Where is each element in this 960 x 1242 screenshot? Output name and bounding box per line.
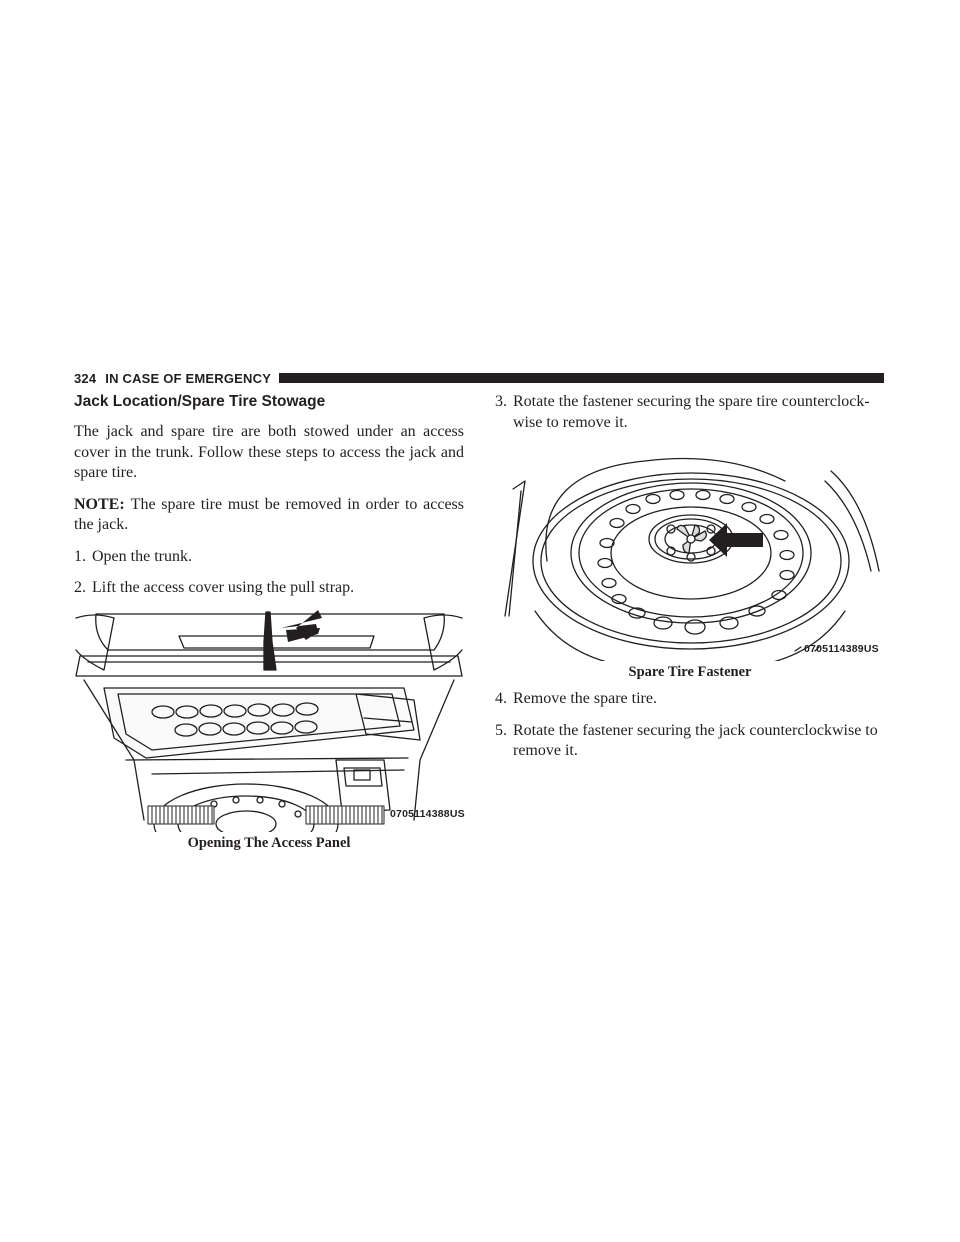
step-text: Rotate the fastener securing the spare t… [513, 393, 870, 431]
spare-tire-figure: 0705114389US [495, 441, 885, 661]
step-number: 2. [74, 579, 86, 596]
figure-code: 0705114388US [390, 807, 465, 820]
step-3: 3. Rotate the fastener securing the spare… [495, 392, 885, 433]
section-heading: Jack Location/Spare Tire Stowage [74, 393, 326, 410]
step-number: 5. [495, 721, 507, 739]
intro-paragraph: The jack and spare tire are both stowed … [74, 423, 464, 481]
step-number: 3. [495, 393, 507, 410]
note-text: The spare tire must be removed in order … [74, 495, 464, 534]
trunk-seal-left [147, 805, 215, 824]
step-5: 5. Rotate the fastener securing the jack … [495, 721, 885, 762]
step-2: 2. Lift the access cover using the pull s… [74, 578, 464, 599]
spare-tire-illustration [504, 457, 880, 661]
page-number: 324 [74, 370, 97, 386]
note-paragraph: NOTE:The spare tire must be removed in o… [74, 495, 464, 536]
trunk-seal-right [305, 805, 385, 824]
page-header: 324 IN CASE OF EMERGENCY [74, 370, 884, 386]
step-text: Open the trunk. [92, 547, 192, 565]
figure-code: 0705114389US [804, 643, 879, 655]
figure-caption: Spare Tire Fastener [628, 664, 752, 680]
right-column: 3. Rotate the fastener securing the spare… [495, 392, 885, 773]
access-panel-figure: 0705114388US [74, 609, 465, 832]
step-text: Lift the access cover using the pull str… [92, 579, 355, 596]
access-panel-illustration [75, 609, 463, 832]
figure-caption: Opening The Access Panel [187, 834, 351, 851]
left-column: Jack Location/Spare Tire Stowage The jac… [74, 392, 465, 864]
header-rule [279, 373, 884, 383]
step-text: Rotate the fastener securing the jack co… [513, 721, 878, 760]
section-title: IN CASE OF EMERGENCY [105, 370, 272, 386]
step-text: Remove the spare tire. [513, 690, 657, 707]
note-label: NOTE: [74, 495, 125, 513]
step-1: 1. Open the trunk. [74, 547, 464, 568]
step-4: 4. Remove the spare tire. [495, 689, 885, 710]
step-number: 4. [495, 690, 507, 707]
step-number: 1. [74, 547, 86, 565]
